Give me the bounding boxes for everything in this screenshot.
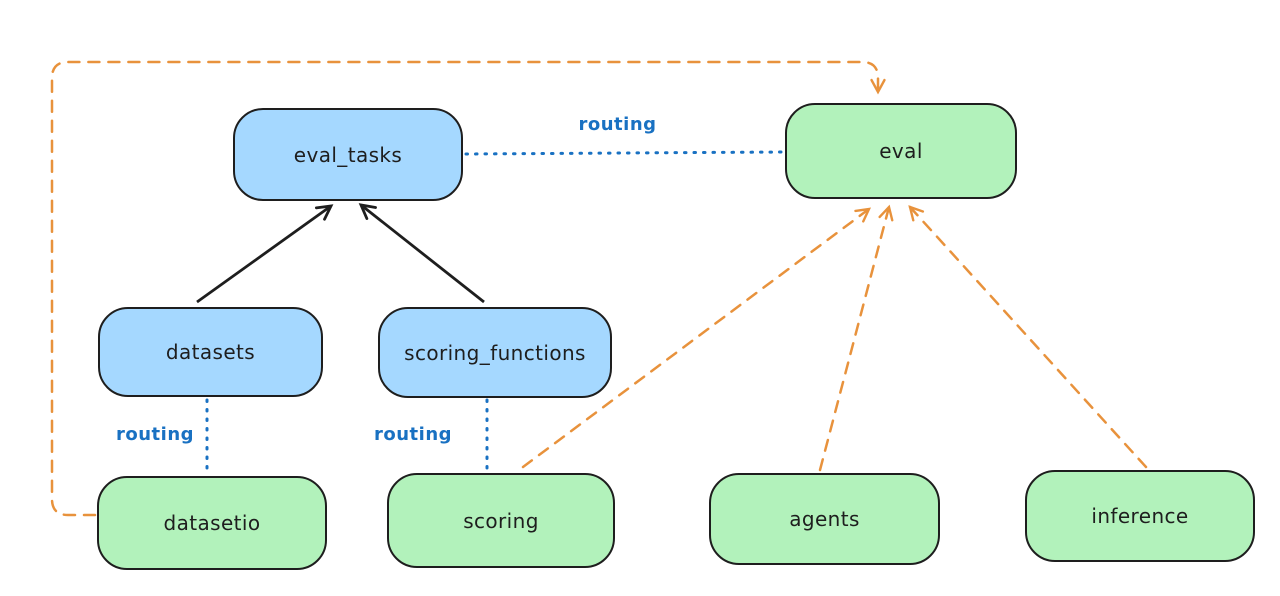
edge-agents-to-eval [818, 204, 894, 472]
node-eval-label: eval [879, 139, 923, 163]
node-scoring-functions-label: scoring_functions [404, 340, 586, 365]
edge-scoring-to-eval [521, 207, 872, 469]
edge-eval-tasks-to-eval-routing [464, 150, 784, 156]
edge-label-routing-scoring-functions-scoring: routing [373, 424, 453, 445]
node-eval-tasks: eval_tasks [233, 108, 463, 201]
node-datasets-label: datasets [165, 340, 256, 364]
edge-inference-to-eval [908, 205, 1148, 469]
node-inference: inference [1025, 470, 1255, 562]
node-datasetio: datasetio [97, 476, 327, 570]
node-agents: agents [709, 473, 940, 565]
node-inference-label: inference [1091, 504, 1189, 528]
edge-label-routing-datasets-datasetio: routing [115, 424, 195, 445]
node-agents-label: agents [789, 507, 860, 531]
node-scoring-functions: scoring_functions [378, 307, 612, 398]
node-eval-tasks-label: eval_tasks [293, 142, 403, 167]
node-eval: eval [785, 103, 1017, 199]
edge-datasets-to-eval-tasks [196, 204, 334, 304]
node-scoring-label: scoring [463, 508, 539, 533]
edge-scoring-functions-to-eval-tasks [358, 203, 485, 304]
edge-label-routing-eval-tasks-eval: routing [578, 114, 657, 135]
edge-datasetio-to-eval [50, 60, 886, 517]
node-scoring: scoring [387, 473, 615, 568]
node-datasetio-label: datasetio [163, 511, 261, 535]
node-datasets: datasets [98, 307, 323, 397]
